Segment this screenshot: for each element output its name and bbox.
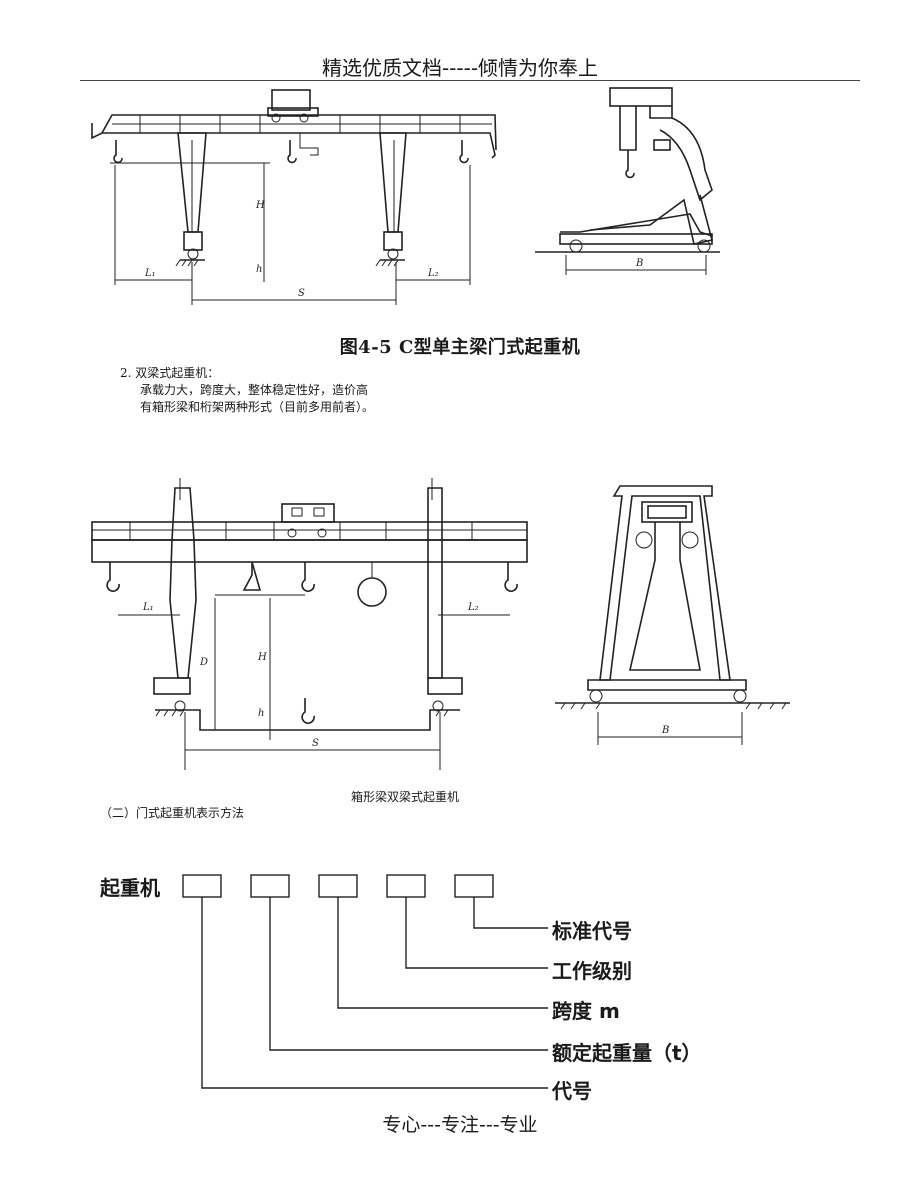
notation-item-rated-load: 额定起重量（t） — [552, 1041, 702, 1065]
notation-box-2 — [250, 874, 290, 898]
notation-item-standard-code: 标准代号 — [552, 919, 632, 943]
notation-box-1 — [182, 874, 222, 898]
section2-title: 2. 双梁式起重机： — [120, 366, 220, 380]
notation-leader-2 — [405, 897, 548, 969]
page-footer: 专心---专注---专业 — [382, 1114, 538, 1136]
section2-line1: 承载力大，跨度大，整体稳定性好，造价高 — [140, 383, 369, 397]
dim-L2-label: L₂ — [427, 268, 439, 279]
notation-leader-1 — [473, 897, 548, 929]
section3-title: （二）门式起重机表示方法 — [100, 806, 245, 820]
notation-box-4 — [386, 874, 426, 898]
header-divider — [80, 80, 860, 81]
figure-c-type-gantry-crane: H h L₁ L₂ S B — [91, 87, 720, 305]
notation-diagram — [182, 874, 548, 1089]
notation-item-code: 代号 — [552, 1079, 592, 1103]
dim2-D-label: D — [199, 657, 208, 668]
figure1-caption: 图4-5 C型单主梁门式起重机 — [339, 337, 581, 358]
notation-prefix: 起重机 — [100, 876, 160, 900]
dim-S-label: S — [298, 288, 305, 299]
dim-h-label: h — [256, 264, 262, 275]
dim-B-label-1: B — [635, 258, 643, 269]
dim2-h-label: h — [258, 708, 264, 719]
notation-leader-3 — [337, 897, 548, 1009]
page-header: 精选优质文档-----倾情为你奉上 — [321, 56, 599, 80]
dim-H-label: H — [255, 200, 265, 211]
dim2-S-label: S — [312, 738, 319, 749]
notation-item-span: 跨度 m — [552, 999, 620, 1023]
notation-box-3 — [318, 874, 358, 898]
notation-box-5 — [454, 874, 494, 898]
dim2-L2-label: L₂ — [467, 602, 479, 613]
figure2-caption: 箱形梁双梁式起重机 — [350, 790, 459, 804]
dim-B-label-2: B — [661, 725, 669, 736]
notation-item-work-class: 工作级别 — [552, 959, 632, 983]
dim2-H-label: H — [257, 652, 267, 663]
dim2-L1-label: L₁ — [142, 602, 154, 613]
notation-leader-4 — [269, 897, 548, 1051]
notation-leader-5 — [201, 897, 548, 1089]
section2-line2: 有箱形梁和桁架两种形式（目前多用前者）。 — [140, 400, 375, 414]
dim-L1-label: L₁ — [144, 268, 156, 279]
figure-double-girder-gantry-crane: D H h L₁ L₂ S B — [91, 478, 790, 770]
